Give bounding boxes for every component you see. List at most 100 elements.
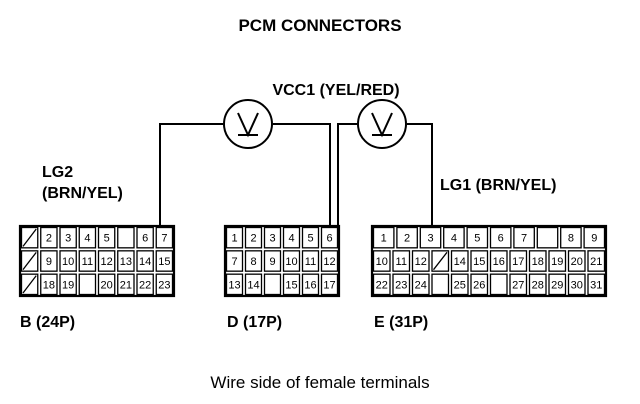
terminal-cell (567, 273, 586, 296)
terminal-number: 12 (415, 256, 427, 268)
terminal-number: 21 (120, 279, 132, 291)
terminal-cell (567, 250, 586, 272)
terminal-number: 29 (551, 279, 563, 291)
terminal-cell (136, 273, 154, 296)
terminal-cell (59, 226, 77, 249)
terminal-number: 16 (304, 279, 316, 291)
terminal-cell (587, 273, 606, 296)
terminal-cell (320, 273, 339, 296)
terminal-cell (431, 273, 450, 296)
terminal-number: 7 (231, 256, 237, 268)
terminal-cell (411, 250, 430, 272)
terminal-number: 30 (571, 279, 583, 291)
lg2-color-label: (BRN/YEL) (42, 185, 123, 202)
terminal-cell (509, 273, 528, 296)
terminal-number: 6 (142, 233, 148, 245)
unused-terminal-mark (432, 251, 448, 271)
terminal-number: 20 (571, 256, 583, 268)
terminal-number: 4 (288, 233, 294, 245)
terminal-cell (263, 250, 282, 272)
terminal-cell (372, 273, 391, 296)
terminal-cell (509, 250, 528, 272)
terminal-cell (301, 250, 320, 272)
terminal-number: 10 (62, 256, 74, 268)
terminal-cell (244, 226, 263, 249)
terminal-cell (396, 226, 418, 249)
diagram-caption: Wire side of female terminals (210, 373, 429, 392)
terminal-number: 7 (161, 233, 167, 245)
terminal-number: 17 (323, 279, 335, 291)
terminal-number: 25 (454, 279, 466, 291)
terminal-cell (320, 250, 339, 272)
terminal-number: 17 (512, 256, 524, 268)
terminal-cell (97, 226, 116, 249)
terminal-cell (489, 226, 512, 249)
terminal-number: 3 (269, 233, 275, 245)
terminal-cell (587, 250, 606, 272)
terminal-cell (372, 226, 395, 249)
terminal-cell (225, 273, 244, 296)
connector-d-label: D (17P) (227, 314, 282, 331)
terminal-cell (470, 250, 489, 272)
terminal-cell (320, 226, 339, 249)
terminal-number: 2 (404, 233, 410, 245)
terminal-cell (244, 273, 263, 296)
voltmeter-right (357, 99, 407, 149)
terminal-cell (136, 250, 154, 272)
terminal-number: 11 (396, 256, 407, 268)
terminal-number: 12 (101, 256, 113, 268)
terminal-number: 2 (250, 233, 256, 245)
terminal-cell (225, 226, 244, 249)
terminal-number: 9 (46, 256, 52, 268)
terminal-number: 5 (307, 233, 313, 245)
terminal-cell (155, 226, 174, 249)
terminal-number: 9 (591, 233, 597, 245)
terminal-number: 16 (493, 256, 505, 268)
diagram-title: PCM CONNECTORS (238, 16, 401, 35)
terminal-number: 21 (590, 256, 602, 268)
terminal-number: 10 (376, 256, 388, 268)
terminal-number: 19 (62, 279, 74, 291)
terminal-number: 23 (395, 279, 407, 291)
terminal-number: 18 (43, 279, 55, 291)
voltmeter-left (223, 99, 273, 149)
terminal-number: 15 (285, 279, 297, 291)
terminal-cell (225, 250, 244, 272)
terminal-cell (548, 250, 567, 272)
terminal-number: 10 (285, 256, 297, 268)
terminal-cell (97, 273, 116, 296)
terminal-number: 28 (532, 279, 544, 291)
terminal-number: 14 (454, 256, 466, 268)
terminal-cell (392, 273, 411, 296)
wire-lg2 (159, 123, 223, 232)
terminal-number: 1 (381, 233, 387, 245)
terminal-cell (301, 226, 320, 249)
terminal-number: 22 (376, 279, 388, 291)
terminal-cell (560, 226, 582, 249)
terminal-number: 5 (104, 233, 110, 245)
terminal-cell (155, 250, 174, 272)
terminal-cell (528, 273, 547, 296)
terminal-cell (263, 226, 282, 249)
terminal-cell (263, 273, 282, 296)
terminal-cell (117, 273, 135, 296)
terminal-number: 22 (139, 279, 151, 291)
wire-vcc1-d (273, 123, 331, 232)
wire-lg1 (407, 123, 433, 232)
terminal-number: 3 (427, 233, 433, 245)
terminal-number: 11 (305, 256, 316, 268)
terminal-cell (450, 250, 469, 272)
terminal-cell (489, 250, 508, 272)
terminal-number: 15 (473, 256, 485, 268)
terminal-number: 8 (250, 256, 256, 268)
connector-e-label: E (31P) (374, 314, 428, 331)
terminal-cell (450, 273, 469, 296)
terminal-cell (155, 273, 174, 296)
terminal-cell (548, 273, 567, 296)
terminal-number: 18 (532, 256, 544, 268)
terminal-cell (419, 226, 442, 249)
terminal-cell (528, 250, 547, 272)
